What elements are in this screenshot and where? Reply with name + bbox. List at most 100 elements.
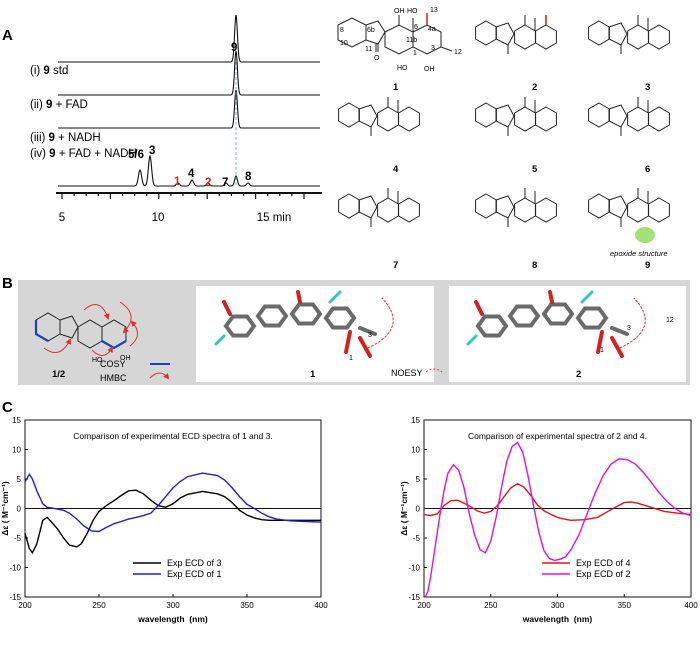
epoxide-highlight: [635, 227, 655, 243]
s1-oh-top: OH: [394, 8, 405, 15]
hplc-peak-9-label: 9: [231, 42, 237, 54]
ecd-legend-label: Exp ECD of 3: [167, 558, 222, 568]
ecd-series-line-1: [24, 489, 321, 555]
ecd-series-line-1: [423, 482, 692, 522]
hplc-trace-label-ii: (ii) 9 + FAD: [30, 99, 88, 111]
ecd-x-tick-label: 250: [92, 601, 106, 610]
ecd-x-tick-label: 350: [240, 601, 254, 610]
structure-sketch-5: [475, 97, 557, 136]
ecd-title: Comparison of experimental spectra of 2 …: [468, 431, 647, 441]
ecd-y-tick-label: -5: [413, 534, 421, 543]
structure-sketch-3: [588, 15, 670, 54]
hplc-trace-2: [58, 50, 320, 96]
ecd-legend-label: Exp ECD of 4: [576, 558, 631, 568]
noesy-label: NOESY: [391, 368, 423, 378]
structure-label-4: 4: [393, 164, 399, 175]
ecd-x-axis-label: wavelength (nm): [137, 614, 208, 624]
ecd-y-tick-label: 0: [17, 505, 22, 514]
hmbc-legend-label: HMBC: [100, 373, 127, 383]
s1-num-13: 13: [430, 7, 438, 14]
structure-sketch-9: [588, 188, 670, 227]
peak-label-8: 8: [245, 171, 252, 183]
panel-letter-c: C: [2, 399, 13, 416]
hplc-tick-label-10: 10: [152, 212, 165, 224]
s1-num-4a: 4a: [428, 26, 436, 33]
hmbc-legend-arrow: [149, 372, 170, 380]
s1-num-1: 1: [413, 50, 417, 57]
ecd-x-tick-label: 250: [484, 601, 498, 610]
structure-label-5: 5: [532, 164, 538, 175]
panel-letter-b: B: [2, 275, 13, 292]
structure-label-9: 9: [645, 260, 650, 271]
ecd-y-tick-label: 15: [411, 416, 420, 425]
model-2-label: 2: [576, 369, 581, 380]
s1-num-6b: 6b: [367, 27, 375, 34]
s1-ho-top: HO: [407, 8, 418, 15]
structure-1-2-correlations: [34, 301, 138, 356]
structure-label-3: 3: [645, 82, 650, 93]
ecd-y-tick-label: 15: [12, 416, 21, 425]
ecd-x-tick-label: 200: [18, 601, 32, 610]
structure-label-2: 2: [532, 82, 537, 93]
s1-ho: HO: [397, 65, 408, 72]
structures-grid: [337, 13, 670, 227]
ecd-y-tick-label: -10: [9, 564, 21, 573]
model-2-atom-1: 1: [600, 347, 604, 354]
peak-label-5-6: 5/6: [128, 149, 144, 161]
structure-sketch-8: [475, 188, 557, 227]
panel-letter-a: A: [2, 27, 13, 44]
ecd-y-axis-label: Δε ( M⁻¹cm⁻¹): [0, 481, 10, 536]
structure-label-7: 7: [393, 260, 398, 271]
ecd-legend-label: Exp ECD of 1: [167, 569, 222, 579]
hplc-trace-label-i: (i) 9 std: [30, 65, 68, 77]
s1-num-12: 12: [454, 49, 462, 56]
3d-models: [214, 290, 646, 358]
ecd-series-line-2: [24, 472, 322, 533]
peak-label-2: 2: [205, 177, 211, 189]
peak-label-4: 4: [188, 168, 195, 180]
model-1-atom-1: 1: [349, 355, 353, 362]
structure-1-labels: OH HO O HO OH 8 6b 10 11 6 4a 13 11b 3 1…: [340, 7, 462, 73]
hplc-x-ticks: [61, 193, 305, 199]
ecd-y-tick-label: -15: [408, 593, 420, 602]
ecd-y-tick-label: 0: [416, 505, 421, 514]
noesy-legend-arrow: [425, 368, 443, 373]
hplc-trace-label-iii: (iii) 9 + NADH: [30, 132, 101, 144]
s1-oh: OH: [424, 66, 435, 73]
model-1-label: 1: [310, 369, 316, 380]
ecd-y-tick-label: -15: [9, 593, 21, 602]
ecd-y-tick-label: 5: [17, 475, 22, 484]
ecd-x-tick-label: 200: [417, 601, 431, 610]
hplc-tick-label-5: 5: [59, 212, 65, 224]
ecd-series-line-2: [424, 441, 692, 598]
model-2-sticks: [466, 290, 646, 358]
b-label-1-2: 1/2: [52, 369, 65, 380]
ecd-y-tick-label: 10: [12, 446, 21, 455]
b-label-oh: OH: [120, 355, 131, 362]
peak-label-1: 1: [174, 176, 181, 188]
structure-sketch-4: [338, 97, 420, 136]
ecd-x-tick-label: 400: [314, 601, 328, 610]
peak-label-3: 3: [149, 145, 155, 157]
b-label-ho: HO: [92, 357, 103, 364]
hplc-chromatogram: 9 5 10 15 min (i) 9 std (ii) 9 + FAD (ii…: [30, 14, 322, 224]
hplc-trace-3: [58, 89, 320, 129]
s1-num-11: 11: [365, 46, 372, 53]
s1-num-10: 10: [340, 40, 348, 47]
hplc-trace-label-iv: (iv) 9 + FAD + NADH: [30, 148, 137, 160]
s1-o-left: O: [374, 55, 380, 62]
s1-num-3: 3: [431, 45, 435, 52]
s1-num-6: 6: [414, 24, 418, 31]
model-2-atom-12: 12: [666, 317, 674, 324]
ecd-y-tick-label: 5: [416, 475, 421, 484]
hplc-tick-label-15: 15 min: [257, 212, 292, 224]
structure-sketch-2: [475, 15, 557, 54]
ecd-y-tick-label: -10: [408, 564, 420, 573]
ecd-x-tick-label: 300: [166, 601, 180, 610]
hplc-trace-1: [58, 14, 320, 63]
hplc-trace-4: [58, 154, 320, 187]
ecd-y-axis-label: Δε ( M⁻¹cm⁻¹): [399, 481, 409, 536]
structure-label-1: 1: [393, 82, 399, 93]
